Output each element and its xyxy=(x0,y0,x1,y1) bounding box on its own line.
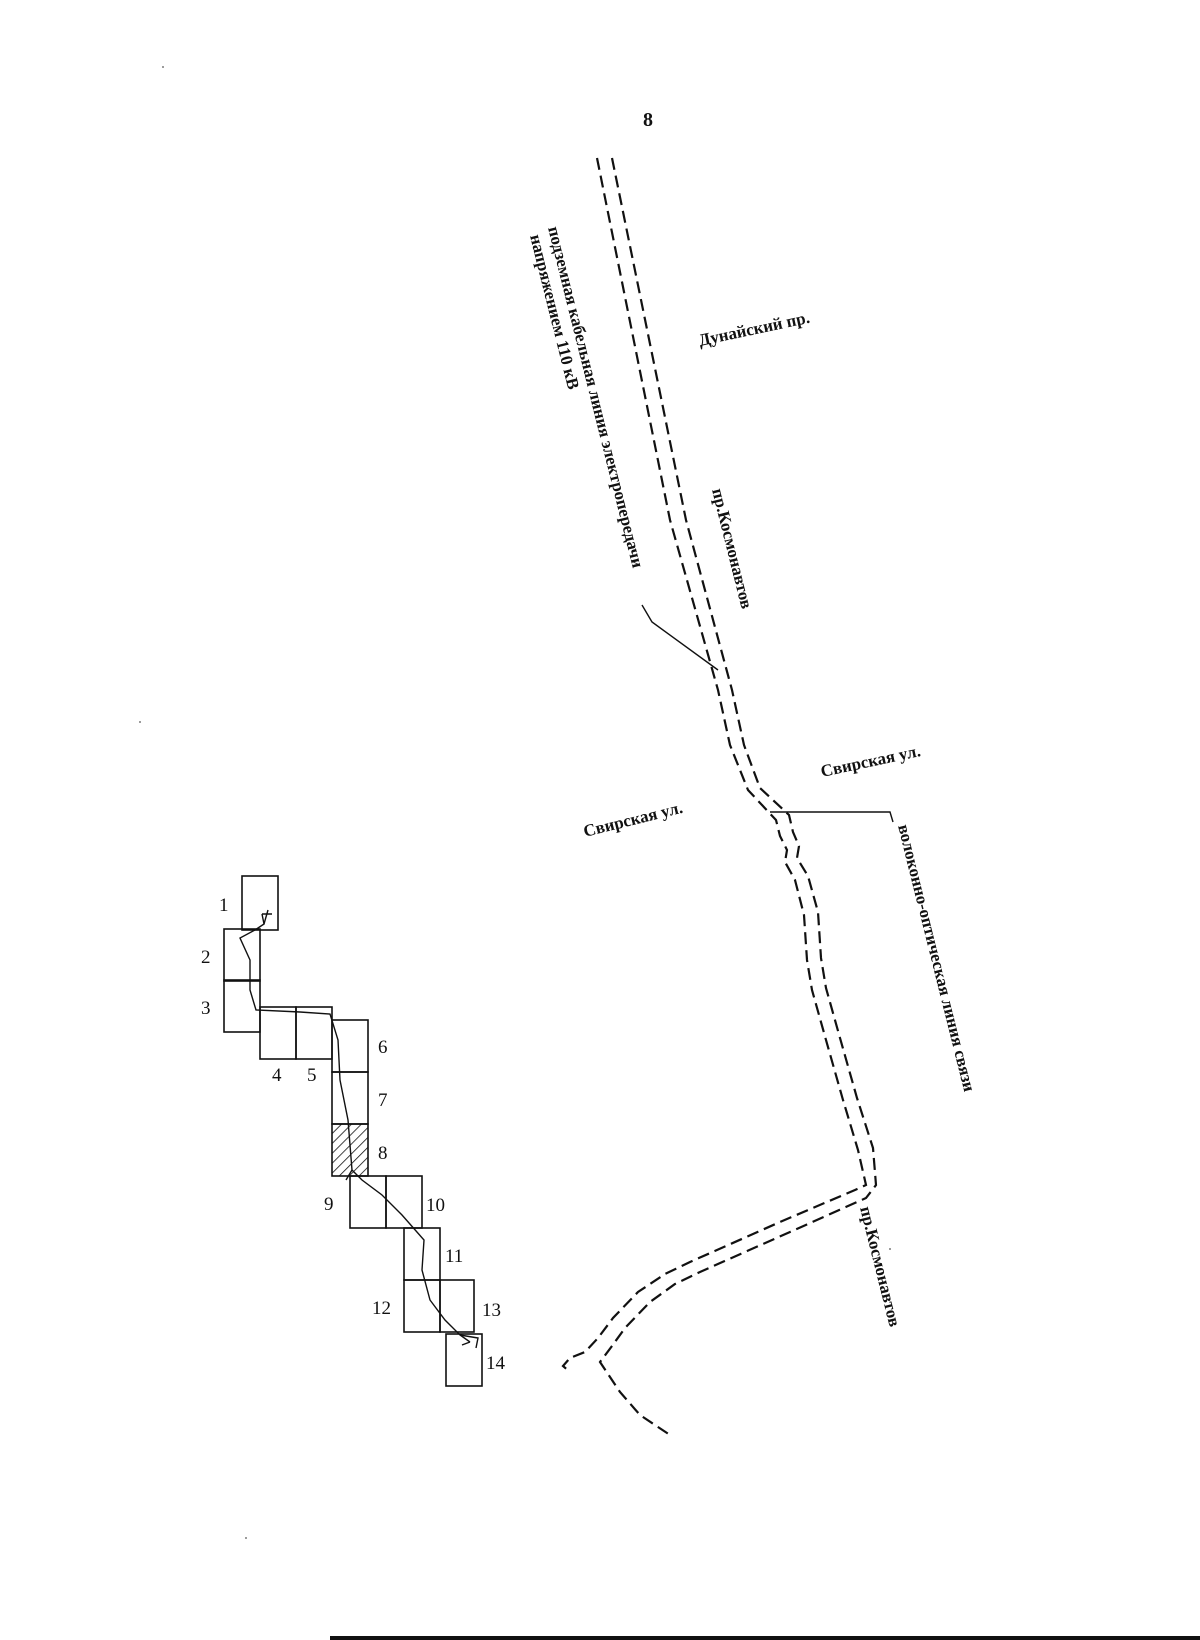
index-map-labels: 1 2 3 4 5 6 7 8 9 10 11 12 13 14 xyxy=(201,895,506,1374)
sheet-cell-2 xyxy=(223,928,261,982)
sheet-label-12: 12 xyxy=(372,1298,391,1319)
street-label-svirskaya-right: Свирская ул. xyxy=(819,741,922,781)
sheet-label-8: 8 xyxy=(378,1143,388,1164)
sheet-label-14: 14 xyxy=(486,1353,506,1374)
index-route-line-2 xyxy=(262,909,479,1349)
cable-route-right-line xyxy=(598,157,878,1436)
sheet-label-1: 1 xyxy=(219,895,229,916)
sheet-cell-3 xyxy=(223,979,261,1033)
cable-route xyxy=(561,157,878,1436)
scan-specks xyxy=(139,66,891,1539)
sheet-label-6: 6 xyxy=(378,1037,388,1058)
sheet-cell-1 xyxy=(241,875,279,931)
street-label-kosmonavtov-upper: пр.Космонавтов xyxy=(708,486,756,610)
street-label-kosmonavtov-lower: пр.Космонавтов xyxy=(856,1204,904,1328)
sheet-cell-5 xyxy=(295,1006,333,1060)
sheet-cell-7 xyxy=(331,1071,369,1125)
sheet-label-3: 3 xyxy=(201,998,211,1019)
street-label-dunaisky: Дунайский пр. xyxy=(697,308,811,350)
sheet-label-2: 2 xyxy=(201,947,211,968)
fiber-annotation: волоконно-оптическая линия связи xyxy=(894,822,979,1093)
sheet-label-5: 5 xyxy=(307,1065,317,1086)
sheet-label-11: 11 xyxy=(445,1246,463,1267)
fiber-leader-line xyxy=(770,811,894,823)
sheet-cell-10 xyxy=(385,1175,423,1229)
index-route-line xyxy=(239,913,471,1343)
sheet-label-9: 9 xyxy=(324,1194,334,1215)
sheet-label-7: 7 xyxy=(378,1090,388,1111)
cable-route-left-line xyxy=(561,157,868,1373)
bottom-border-rule xyxy=(330,1636,1200,1640)
page-number: 8 xyxy=(643,109,653,131)
sheet-cell-14 xyxy=(445,1333,483,1387)
sheet-cell-6 xyxy=(331,1019,369,1073)
sheet-cell-4 xyxy=(259,1006,297,1060)
sheet-label-10: 10 xyxy=(426,1195,445,1216)
cable-leader-line xyxy=(641,604,719,671)
sheet-label-13: 13 xyxy=(482,1300,501,1321)
sheet-label-4: 4 xyxy=(272,1065,282,1086)
sheet-cell-13 xyxy=(439,1279,475,1333)
cable-annotation-line-1: подземная кабельная линия электропередач… xyxy=(544,224,647,570)
street-label-svirskaya-left: Свирская ул. xyxy=(581,798,684,841)
index-map xyxy=(223,875,483,1387)
